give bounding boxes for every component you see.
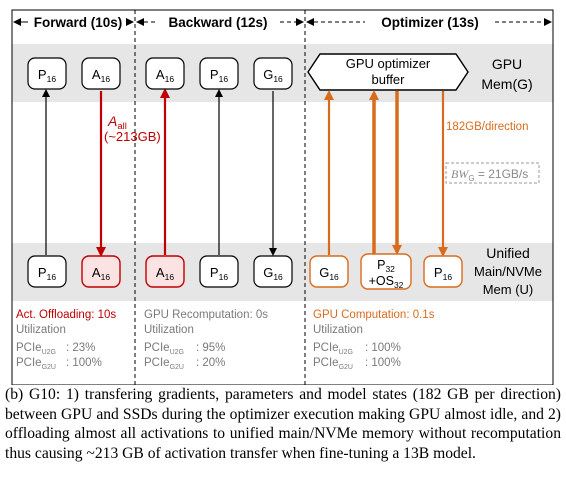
svg-text:A16: A16 (92, 67, 110, 84)
svg-text:G16: G16 (263, 265, 283, 282)
optimizer-pcie-u2g: PCIeU2G: 100% (313, 342, 401, 356)
optimizer-mem-p16-box: P16 (423, 255, 463, 288)
svg-text:P16: P16 (434, 265, 452, 282)
optimizer-stats-title: GPU Computation: 0.1s (313, 309, 435, 321)
svg-text:P16: P16 (38, 265, 56, 282)
svg-text:Mem (U): Mem (U) (483, 282, 534, 297)
backward-mem-a16-box: A16 (145, 255, 185, 288)
unified-mem-label: Unified (486, 245, 530, 261)
svg-text:Main/NVMe: Main/NVMe (474, 264, 542, 279)
svg-text:GPU optimizer: GPU optimizer (346, 56, 431, 71)
g10-diagram: Forward (10s) Backward (12s) Optimizer (… (11, 9, 554, 385)
forward-util-label: Utilization (16, 324, 66, 336)
forward-pcie-u2g: PCIeU2G: 23% (16, 342, 95, 356)
figure-caption: (b) G10: 1) transfering gradients, param… (5, 385, 561, 463)
svg-text:buffer: buffer (371, 72, 405, 87)
activation-offload-size: (~213GB) (104, 129, 161, 144)
backward-util-label: Utilization (144, 324, 194, 336)
bw-label: BWG = 21GB/s (451, 167, 528, 183)
gpu-optimizer-buffer (307, 53, 469, 91)
backward-stats-title: GPU Recomputation: 0s (144, 309, 268, 321)
forward-gpu-a16-box: A16 (81, 57, 121, 90)
optimizer-header: Optimizer (13s) (381, 15, 479, 30)
svg-text:P16: P16 (210, 67, 228, 84)
activation-offload-label: Aall (107, 113, 127, 132)
svg-text:A16: A16 (156, 265, 174, 282)
svg-text:A16: A16 (92, 265, 110, 282)
forward-pcie-g2u: PCIeG2U: 100% (16, 357, 102, 371)
backward-gpu-a16-box: A16 (145, 57, 185, 90)
backward-mem-g16-box: G16 (253, 255, 293, 288)
optimizer-pcie-g2u: PCIeG2U: 100% (313, 357, 401, 371)
svg-text:G16: G16 (319, 265, 339, 282)
backward-mem-p16-box: P16 (199, 255, 239, 288)
backward-gpu-g16-box: G16 (253, 57, 293, 90)
diagram-frame (11, 9, 554, 385)
forward-stats-title: Act. Offloading: 10s (16, 309, 116, 321)
forward-header: Forward (10s) (34, 15, 123, 30)
svg-text:G16: G16 (263, 67, 283, 84)
optimizer-mem-g16-box: G16 (309, 255, 349, 288)
backward-gpu-p16-box: P16 (199, 57, 239, 90)
svg-text:Mem(G): Mem(G) (481, 76, 532, 92)
forward-mem-p16-box: P16 (27, 255, 67, 288)
backward-pcie-u2g: PCIeU2G: 95% (144, 342, 225, 356)
optimizer-bandwidth-label: 182GB/direction (446, 121, 528, 133)
svg-text:+OS32: +OS32 (369, 274, 404, 290)
svg-text:P16: P16 (210, 265, 228, 282)
backward-header: Backward (12s) (168, 15, 267, 30)
bw-label-box (445, 162, 540, 184)
gpu-mem-label: GPU (492, 56, 522, 72)
optimizer-util-label: Utilization (313, 324, 363, 336)
svg-text:P32: P32 (377, 258, 395, 274)
svg-text:P16: P16 (38, 67, 56, 84)
figure-caption-text: (b) G10: 1) transfering gradients, param… (5, 386, 561, 462)
svg-text:A16: A16 (156, 67, 174, 84)
forward-gpu-p16-box: P16 (27, 57, 67, 90)
optimizer-mem-p32-os32-box: P32 +OS32 (360, 253, 412, 290)
backward-pcie-g2u: PCIeG2U: 20% (144, 357, 225, 371)
forward-mem-a16-box: A16 (81, 255, 121, 288)
